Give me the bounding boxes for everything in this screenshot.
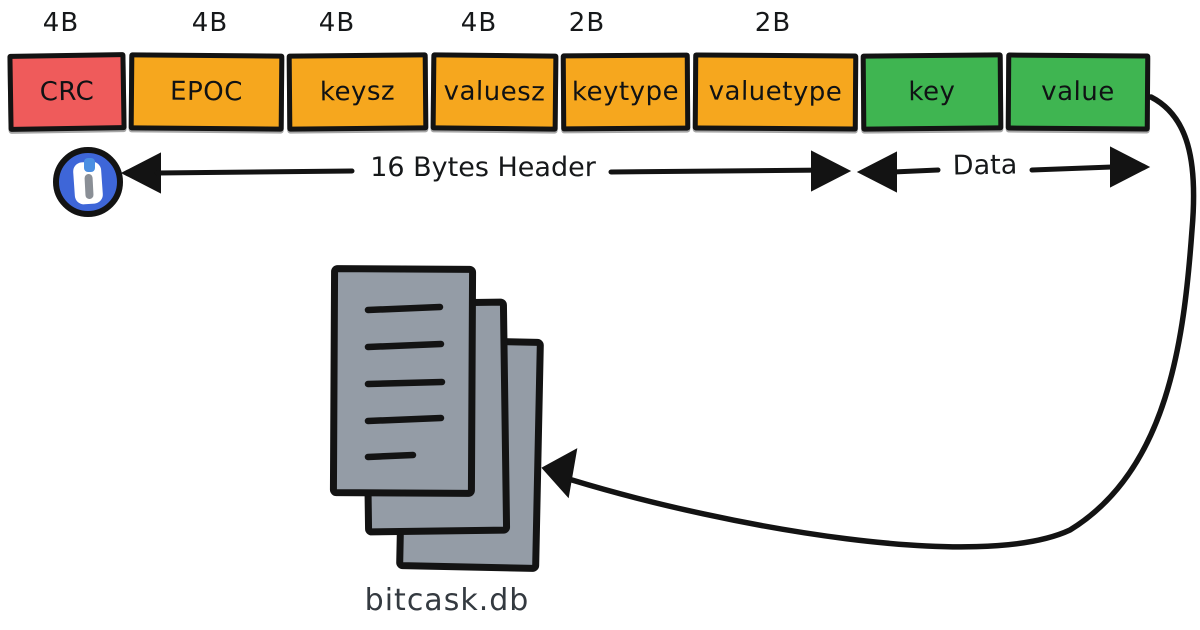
field-label-valuetype: valuetype — [708, 76, 843, 108]
field-box-valuesz: valuesz — [430, 52, 559, 132]
record-to-file-curve — [541, 94, 1197, 550]
field-size-label-valuetype: 2B — [754, 8, 792, 38]
field-box-keysz: keysz — [286, 52, 429, 132]
field-box-keytype: keytype — [560, 52, 691, 132]
field-size-label-valuesz: 4B — [460, 8, 498, 38]
field-box-crc: CRC — [7, 52, 127, 132]
field-label-epoc: EPOC — [169, 76, 243, 108]
field-box-key: key — [860, 52, 1004, 132]
lock-icon — [53, 147, 123, 217]
field-label-keytype: keytype — [571, 76, 680, 108]
field-size-label-epoc: 4B — [191, 8, 229, 38]
field-label-value: value — [1041, 76, 1115, 108]
field-size-label-keysz: 4B — [318, 8, 356, 38]
field-size-label-keytype: 2B — [568, 8, 606, 38]
data-span-label: Data — [952, 149, 1018, 182]
field-box-epoc: EPOC — [128, 52, 285, 132]
field-box-value: value — [1005, 52, 1151, 132]
field-size-label-crc: 4B — [42, 8, 80, 38]
document-text-lines — [364, 303, 446, 461]
field-label-keysz: keysz — [319, 76, 396, 108]
file-name-label: bitcask.db — [364, 583, 530, 618]
field-label-key: key — [908, 76, 956, 108]
header-span-label: 16 Bytes Header — [370, 152, 596, 183]
field-label-crc: CRC — [39, 76, 95, 108]
document-stack-icon — [329, 265, 544, 572]
field-box-valuetype: valuetype — [692, 52, 859, 132]
field-label-valuesz: valuesz — [443, 76, 546, 108]
